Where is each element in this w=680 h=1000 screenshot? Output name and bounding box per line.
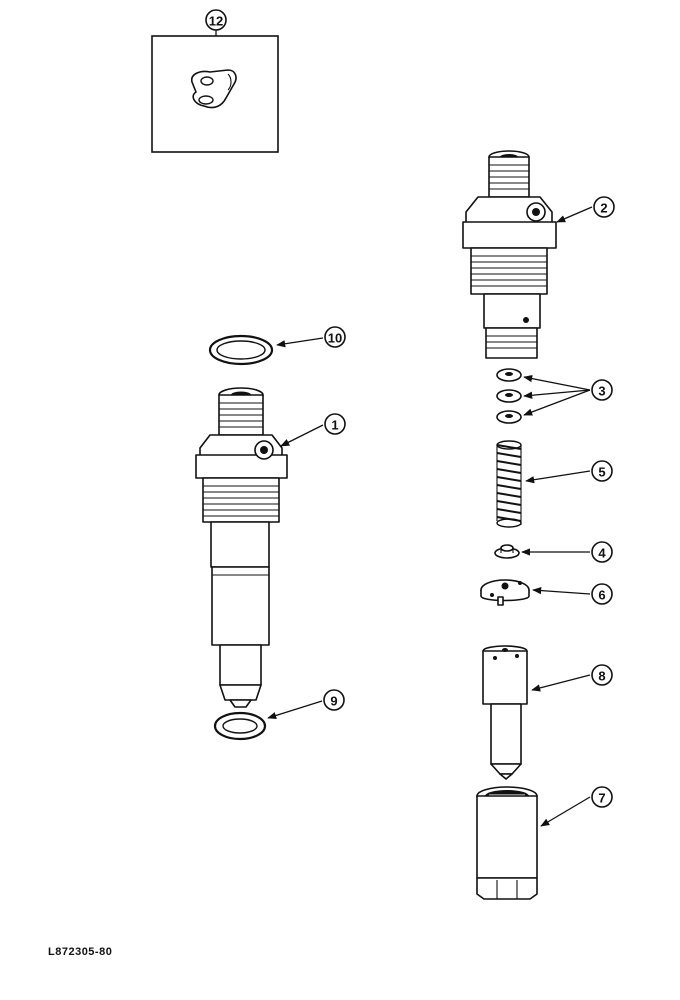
callout-1: 1 — [324, 413, 346, 435]
leader-6 — [532, 586, 591, 595]
callout-9: 9 — [323, 689, 345, 711]
callout-5-label: 5 — [598, 465, 605, 480]
part-1-injector-assembly — [195, 387, 288, 708]
part-2-holder-body — [462, 150, 557, 359]
leader-1 — [280, 424, 324, 447]
part-7-nozzle-nut — [476, 786, 538, 900]
callout-3-label: 3 — [598, 384, 605, 399]
part-5-spring — [496, 440, 522, 528]
part-8-nozzle — [482, 645, 528, 780]
leader-8 — [531, 674, 591, 692]
part-6-intermediate-plate — [480, 579, 530, 606]
leader-2 — [556, 206, 593, 223]
callout-10-label: 10 — [328, 331, 342, 346]
leader-3a — [523, 375, 591, 391]
figure-id: L872305-80 — [48, 946, 113, 958]
callout-6: 6 — [591, 583, 613, 605]
leader-9 — [267, 700, 323, 720]
leader-7 — [540, 796, 591, 827]
callout-8: 8 — [591, 664, 613, 686]
leader-10 — [276, 337, 324, 348]
callout-12: 12 — [205, 9, 227, 31]
callout-7-label: 7 — [598, 791, 605, 806]
callout-1-label: 1 — [331, 418, 338, 433]
callout-3: 3 — [591, 379, 613, 401]
callout-9-label: 9 — [330, 694, 337, 709]
callout-4-label: 4 — [598, 546, 606, 561]
callout-8-label: 8 — [598, 669, 605, 684]
leader-3b — [523, 389, 591, 399]
leader-5 — [525, 470, 591, 484]
callout-12-label: 12 — [209, 14, 223, 29]
part-4-spring-seat — [494, 544, 520, 559]
callout-6-label: 6 — [598, 588, 605, 603]
callout-4: 4 — [591, 541, 613, 563]
callout-2: 2 — [593, 196, 615, 218]
leader-lines — [267, 206, 593, 827]
part-10-seal-ring — [208, 334, 274, 366]
callout-5: 5 — [591, 460, 613, 482]
part-12-clamp-inset — [151, 30, 279, 153]
callout-10: 10 — [324, 326, 346, 348]
part-9-washer — [213, 711, 267, 741]
callout-7: 7 — [591, 786, 613, 808]
callout-2-label: 2 — [600, 201, 607, 216]
part-3-shims — [496, 368, 522, 424]
leader-3c — [523, 389, 591, 416]
